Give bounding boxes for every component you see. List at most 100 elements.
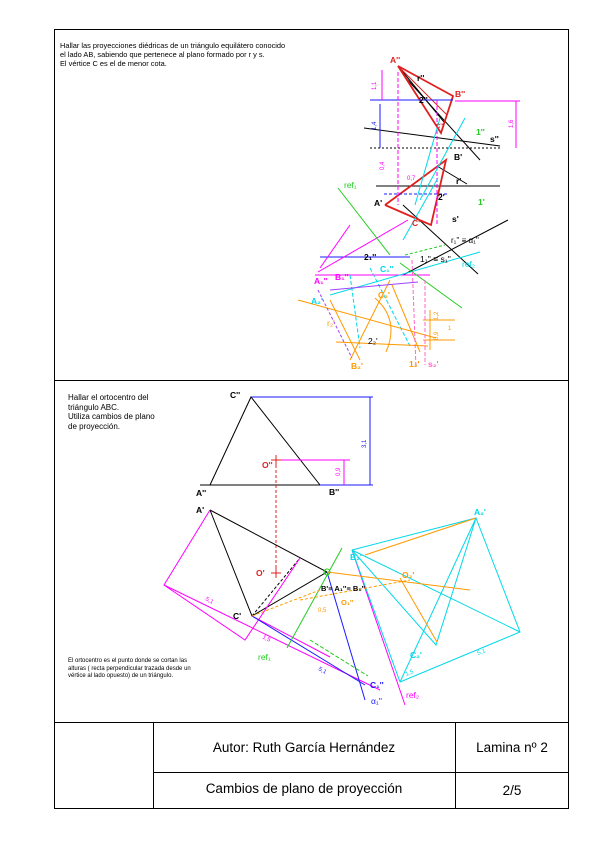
cyan-1: [351, 549, 521, 633]
orange-4: [335, 341, 429, 347]
label-one2p: 1₂': [409, 359, 420, 369]
violet-2: [317, 289, 353, 359]
dim-label-14: 1,4: [372, 121, 378, 130]
orange-alt-3: [364, 517, 477, 556]
ortho-line: [251, 557, 301, 617]
cyan-line-2: [414, 117, 441, 206]
orthocenter-note: El ortocentro es el punto donde se corta…: [68, 658, 268, 681]
label-B2p: B₂': [350, 552, 362, 562]
triangle-abc-horizontal: [384, 157, 448, 227]
label-B2: B'': [455, 89, 465, 99]
dim-label-5c: 5,1: [477, 648, 488, 657]
label-one1s1: 1₁'' ≡ s₁'': [420, 254, 451, 264]
dim-label-07: 0,7: [407, 176, 416, 182]
ref1-line: [337, 187, 391, 256]
label-Ap: A': [374, 198, 382, 208]
dim-label-1: 1: [448, 326, 452, 332]
orange-alt-4: [299, 579, 411, 601]
label-C1: C₁'': [370, 680, 384, 690]
problem2-statement: Hallar el ortocentro del triángulo ABC. …: [68, 393, 198, 431]
pink-1: [411, 259, 417, 369]
label-A2p: A₂': [311, 296, 323, 306]
label-B2p: B₂': [351, 361, 363, 371]
green-dash: [404, 244, 446, 256]
dim-label-15: 1,5: [261, 634, 272, 644]
cyan-line-6: [349, 274, 361, 349]
label-Bp: B': [454, 152, 462, 162]
label-O1: O₁'': [341, 598, 354, 607]
label-two2p: 2₂': [368, 336, 378, 346]
cyan-line-3: [402, 177, 439, 241]
cyan-line-5: [369, 267, 411, 347]
cyan-triangle: [351, 517, 477, 646]
r1-line: [402, 219, 509, 276]
label-ref1: ref₁: [258, 652, 271, 662]
note-line: vértice al lado opuesto) de un triángulo…: [68, 673, 174, 680]
label-s2: s'': [490, 134, 499, 144]
magenta-mid: [251, 615, 331, 658]
dim-label-05: 0,5: [318, 608, 327, 614]
label-rp: r': [456, 176, 461, 186]
problem2-line: Utiliza cambios de plano: [68, 412, 155, 422]
blue-c1: [251, 615, 366, 686]
sheet-number: Lamina nº 2: [476, 740, 548, 755]
problem2-line: de proyección.: [68, 421, 121, 431]
titleblock-hline: [153, 772, 569, 773]
dim-label-16: 1,6: [509, 119, 515, 128]
dim-label-09: 0,9: [336, 467, 342, 476]
problem2-line: Hallar el ortocentro del: [68, 393, 149, 402]
dim-label-5: 5,1: [204, 596, 215, 606]
dim-label-15b: 1,5: [405, 669, 416, 678]
author-label: Autor: Ruth García Hernández: [212, 740, 396, 755]
label-s2p: s₂': [428, 359, 439, 369]
outer-frame: [54, 29, 569, 809]
label-two2: 2'': [419, 95, 428, 105]
titleblock-vline-2: [455, 722, 456, 809]
label-B1: B₁'': [335, 272, 349, 282]
projection-magenta-slant: [319, 224, 351, 269]
titleblock-vline-1: [153, 722, 154, 809]
orange-alt-2: [399, 577, 438, 643]
label-one2: 1'': [476, 127, 485, 137]
label-C1: C₁'': [380, 264, 394, 274]
sp-line: [402, 204, 479, 275]
label-r2: r'': [417, 73, 424, 83]
label-sp: s': [452, 214, 459, 224]
label-onep: 1': [478, 197, 485, 207]
label-Cp: C': [233, 611, 241, 621]
dim-label-09: 0,9: [434, 331, 440, 340]
cyan-line-1: [419, 117, 466, 201]
label-C2: C₂': [378, 290, 390, 300]
label-A2: A'': [196, 488, 206, 498]
orange-alt-1: [326, 571, 471, 591]
problem1-line: El vértice C es el de menor cota.: [60, 59, 167, 68]
label-ref2: ref₂: [462, 259, 475, 269]
dim-label-5b: 5,1: [317, 666, 328, 676]
page-number: 2/5: [502, 783, 522, 798]
green-dash-2: [309, 639, 369, 677]
label-Cp: C': [412, 218, 420, 228]
orange-arc: [374, 297, 392, 353]
dim-label-31: 3,1: [362, 439, 368, 448]
label-A2p: A₂': [474, 507, 486, 517]
label-B2: B'': [329, 487, 339, 497]
label-C2: C'': [230, 390, 240, 400]
label-C2dd: C'': [436, 124, 444, 130]
label-C2p: C₂': [410, 650, 422, 660]
note-line: El ortocentro es el punto donde se corta…: [68, 658, 188, 664]
label-r1alpha: r₁'' ≡ α₁'': [451, 236, 479, 245]
problem1-line: el lado AB, sabiendo que pertenece al pl…: [60, 50, 265, 59]
orange-2: [349, 279, 391, 361]
r2-line-ext: [404, 76, 481, 161]
label-twop: 2': [438, 192, 445, 202]
dim-label-04: 0,4: [380, 161, 386, 170]
label-O2p: O₂': [402, 570, 414, 580]
label-r2p: r₂': [327, 318, 335, 328]
triangle-vertical: [209, 396, 321, 486]
problem1-line: Hallar las proyecciones diédricas de un …: [60, 41, 286, 50]
magenta-rect: [163, 509, 301, 641]
label-alpha1: α₁'': [371, 696, 382, 706]
blue-alpha: [326, 571, 366, 701]
